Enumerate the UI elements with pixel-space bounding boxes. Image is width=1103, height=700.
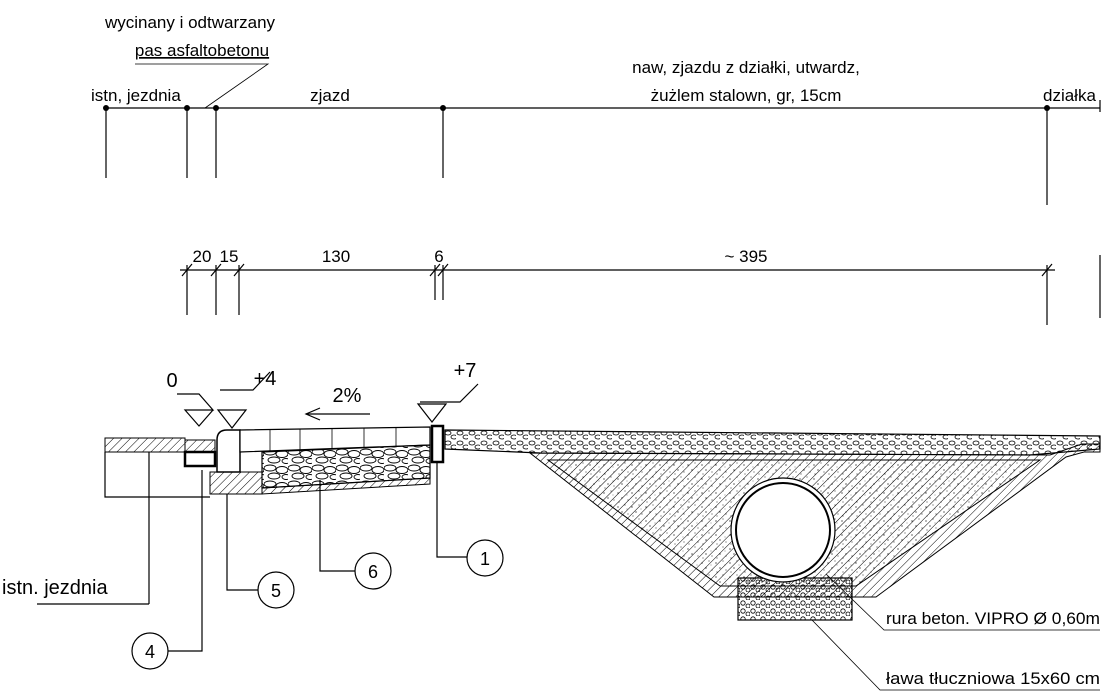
label-cut-asphalt-line2: pas asfaltobetonu	[135, 41, 269, 60]
level-plus7: +7	[454, 360, 477, 382]
callout-5-label: 5	[271, 581, 281, 601]
callout-1-label: 1	[480, 549, 490, 569]
level-plus4: +4	[254, 368, 277, 390]
driveway-pavement	[239, 426, 431, 572]
label-plot: działka	[1043, 86, 1096, 105]
dimension-15: 15	[220, 247, 239, 266]
level-0: 0	[166, 370, 177, 392]
label-driveway: zjazd	[310, 86, 350, 105]
concrete-pipe	[730, 477, 836, 583]
top-section-line	[103, 63, 1101, 205]
callout-6	[354, 552, 392, 590]
slag-surface-layer	[444, 429, 1101, 456]
gravel-bed	[737, 577, 853, 621]
level-marker-plus7	[416, 383, 479, 423]
dimension-line	[180, 255, 1101, 325]
dimension-20: 20	[193, 247, 212, 266]
dimension-130: 130	[322, 247, 350, 266]
label-gravel-bed: ława tłuczniowa 15x60 cm	[886, 669, 1100, 688]
slope-arrow	[304, 407, 370, 421]
existing-road-body	[37, 437, 210, 605]
label-existing-road-bottom: istn. jezdnia	[2, 577, 108, 599]
curb	[209, 429, 263, 591]
edge-restraint	[430, 424, 467, 558]
callout-4	[131, 470, 203, 670]
dimension-6: 6	[434, 247, 443, 266]
label-existing-road-top: istn, jezdnia	[91, 86, 181, 105]
label-surface-line2: żużlem stalown, gr, 15cm	[651, 86, 842, 105]
gravel-bed-leader	[811, 619, 1100, 691]
slope-label: 2%	[333, 385, 362, 407]
asphalt-strip	[183, 439, 217, 468]
level-marker-0	[177, 393, 215, 427]
callout-6-label: 6	[368, 562, 378, 582]
label-pipe: rura beton. VIPRO Ø 0,60m	[886, 609, 1100, 628]
label-cut-asphalt-line1: wycinany i odtwarzany	[104, 13, 276, 32]
pipe-leader	[825, 573, 1100, 631]
label-surface-line1: naw, zjazdu z działki, utwardz,	[632, 58, 860, 77]
callout-4-label: 4	[145, 642, 155, 662]
callout-5	[257, 571, 295, 609]
level-marker-plus4	[216, 371, 271, 429]
dimension-395: ~ 395	[724, 247, 767, 266]
callout-1	[466, 539, 504, 577]
